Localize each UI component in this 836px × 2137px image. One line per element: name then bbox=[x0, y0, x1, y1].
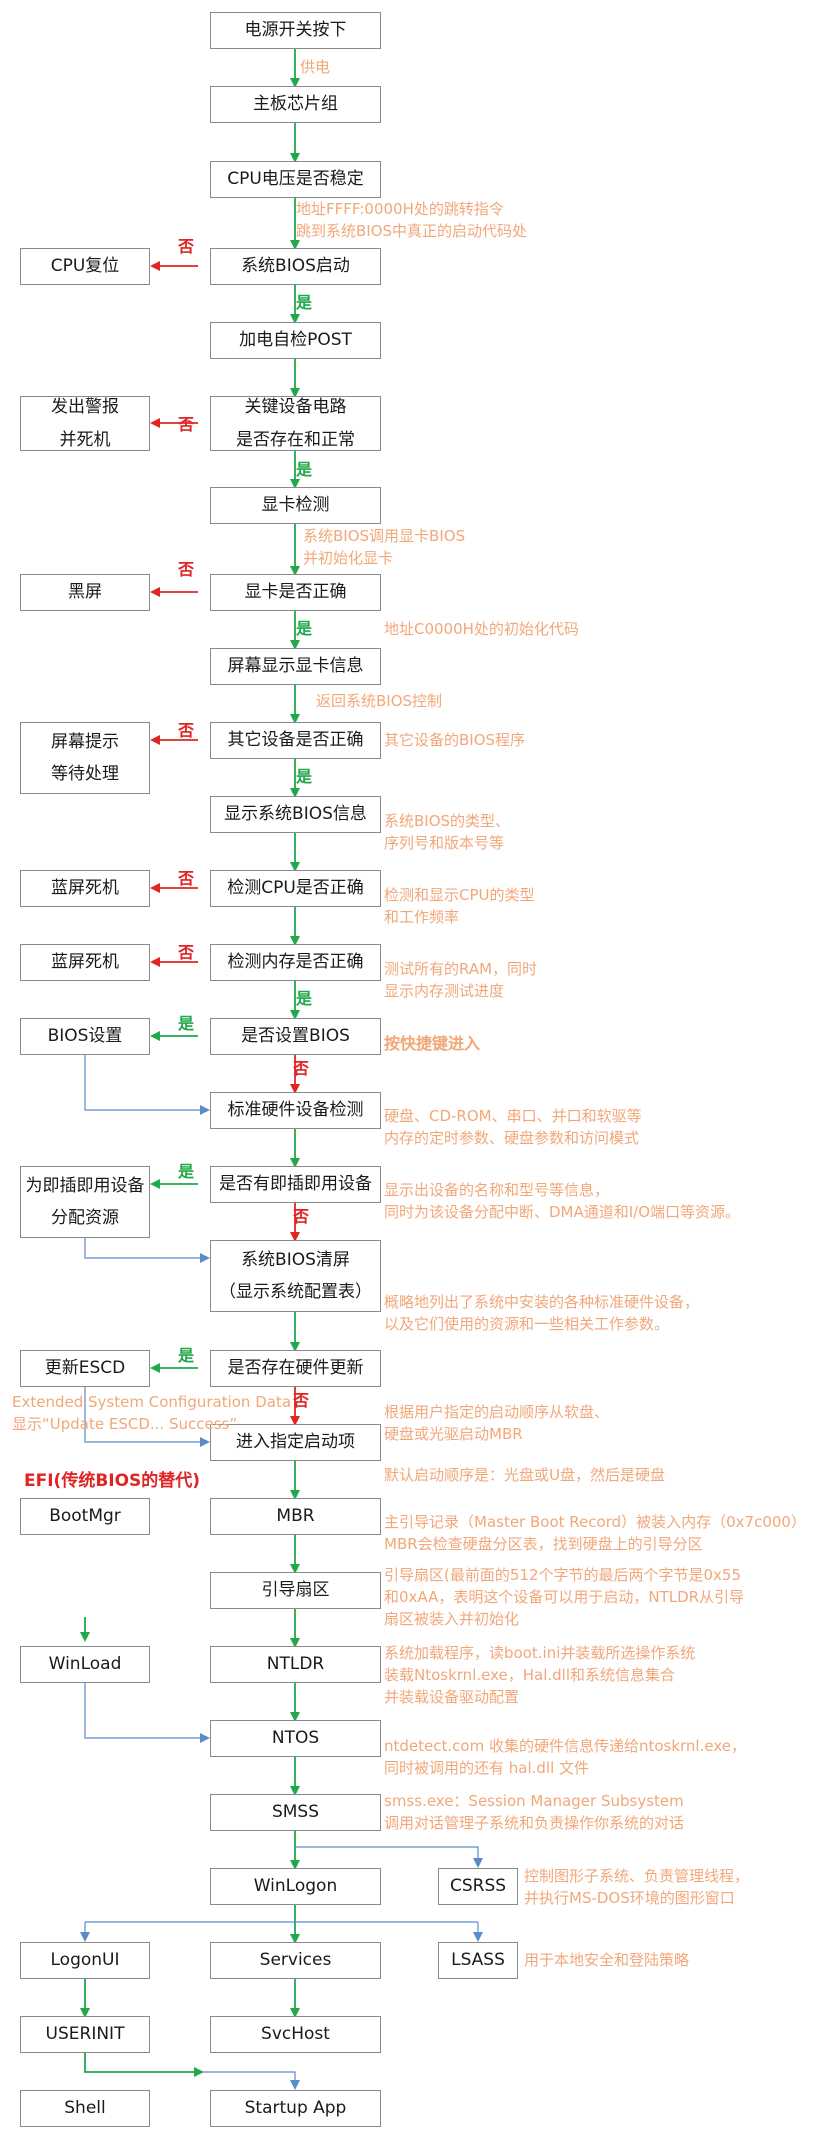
box-cpu-ok: 检测CPU是否正确 bbox=[210, 870, 381, 907]
box-power-switch: 电源开关按下 bbox=[210, 12, 381, 49]
label-yes: 是 bbox=[296, 767, 313, 786]
note-mbr: 主引导记录（Master Boot Record）被装入内存（0x7c000） … bbox=[384, 1513, 806, 1553]
box-winlogon: WinLogon bbox=[210, 1868, 381, 1905]
box-bios-info: 显示系统BIOS信息 bbox=[210, 796, 381, 833]
note-gpu-bios: 系统BIOS调用显卡BIOS 并初始化显卡 bbox=[303, 527, 466, 567]
box-screen-prompt: 屏幕提示 等待处理 bbox=[20, 722, 150, 794]
note-default-order: 默认启动顺序是：光盘或U盘，然后是硬盘 bbox=[384, 1466, 665, 1484]
box-mem-ok: 检测内存是否正确 bbox=[210, 944, 381, 981]
label-yes: 是 bbox=[296, 460, 313, 479]
flow-arrow bbox=[84, 2053, 204, 2077]
return-arrow bbox=[84, 1683, 210, 1743]
box-userinit: USERINIT bbox=[20, 2016, 150, 2053]
box-pnp-q: 是否有即插即用设备 bbox=[210, 1166, 381, 1203]
note-ntldr: 系统加载程序，读boot.ini并装载所选操作系统 装载Ntoskrnl.exe… bbox=[384, 1644, 696, 1706]
box-bios-setup: BIOS设置 bbox=[20, 1018, 150, 1055]
box-bios-clear: 系统BIOS清屏 （显示系统配置表） bbox=[210, 1240, 381, 1312]
label-no: 否 bbox=[293, 1059, 310, 1078]
box-chipset: 主板芯片组 bbox=[210, 86, 381, 123]
box-boot-sector: 引导扇区 bbox=[210, 1572, 381, 1609]
box-cpu-voltage: CPU电压是否稳定 bbox=[210, 161, 381, 198]
box-std-hw: 标准硬件设备检测 bbox=[210, 1092, 381, 1129]
note-smss: smss.exe：Session Manager Subsystem 调用对话管… bbox=[384, 1792, 685, 1832]
note-csrss: 控制图形子系统、负责管理线程， 并执行MS-DOS环境的图形窗口 bbox=[524, 1867, 750, 1907]
label-yes: 是 bbox=[296, 989, 313, 1008]
label-yes: 是 bbox=[178, 1014, 195, 1033]
box-cpu-reset: CPU复位 bbox=[20, 248, 150, 285]
note-c0000: 地址C0000H处的初始化代码 bbox=[384, 620, 579, 638]
note-pnp-info: 显示出设备的名称和型号等信息， 同时为该设备分配中断、DMA通道和I/O端口等资… bbox=[384, 1181, 741, 1221]
branch-arrow bbox=[295, 1846, 483, 1868]
label-yes: 是 bbox=[178, 1346, 195, 1365]
return-arrow bbox=[84, 1238, 210, 1263]
box-services: Services bbox=[210, 1942, 381, 1979]
label-no: 否 bbox=[178, 943, 195, 962]
box-bios-start: 系统BIOS启动 bbox=[210, 248, 381, 285]
box-svchost: SvcHost bbox=[210, 2016, 381, 2053]
note-overview: 概略地列出了系统中安装的各种标准硬件设备， 以及它们使用的资源和一些相关工作参数… bbox=[384, 1293, 700, 1333]
label-no: 否 bbox=[178, 415, 195, 434]
note-other-bios: 其它设备的BIOS程序 bbox=[384, 731, 526, 749]
return-arrow bbox=[84, 1055, 210, 1115]
label-yes: 是 bbox=[296, 619, 313, 638]
note-boot-sector: 引导扇区(最前面的512个字节的最后两个字节是0x55 和0xAA，表明这个设备… bbox=[384, 1566, 745, 1628]
box-black-screen: 黑屏 bbox=[20, 574, 150, 611]
note-return-bios: 返回系统BIOS控制 bbox=[316, 692, 443, 710]
label-no: 否 bbox=[293, 1391, 310, 1410]
box-mbr: MBR bbox=[210, 1498, 381, 1535]
box-ntldr: NTLDR bbox=[210, 1646, 381, 1683]
box-alarm: 发出警报 并死机 bbox=[20, 396, 150, 451]
efi-heading: EFI(传统BIOS的替代) bbox=[24, 1471, 201, 1491]
label-no: 否 bbox=[178, 237, 195, 256]
branch-arrow bbox=[202, 2071, 300, 2090]
box-gpu-info: 屏幕显示显卡信息 bbox=[210, 648, 381, 685]
note-cpu-type: 检测和显示CPU的类型 和工作频率 bbox=[384, 886, 535, 926]
return-arrow bbox=[84, 1387, 210, 1447]
box-bsod-cpu: 蓝屏死机 bbox=[20, 870, 150, 907]
box-gpu-detect: 显卡检测 bbox=[210, 487, 381, 524]
box-smss: SMSS bbox=[210, 1794, 381, 1831]
note-hw-list: 硬盘、CD-ROM、串口、并口和软驱等 内存的定时参数、硬盘参数和访问模式 bbox=[384, 1107, 642, 1147]
box-pnp-alloc: 为即插即用设备 分配资源 bbox=[20, 1166, 150, 1238]
note-escd: Extended System Configuration Data 显示“Up… bbox=[12, 1393, 292, 1433]
label-no: 否 bbox=[178, 721, 195, 740]
note-ntos: ntdetect.com 收集的硬件信息传递给ntoskrnl.exe， 同时被… bbox=[384, 1737, 746, 1777]
box-csrss: CSRSS bbox=[438, 1868, 518, 1905]
box-gpu-ok: 显卡是否正确 bbox=[210, 574, 381, 611]
box-key-devices: 关键设备电路 是否存在和正常 bbox=[210, 396, 381, 451]
label-no: 否 bbox=[178, 560, 195, 579]
note-lsass: 用于本地安全和登陆策略 bbox=[524, 1951, 690, 1969]
box-bootmgr: BootMgr bbox=[20, 1498, 150, 1535]
box-post: 加电自检POST bbox=[210, 322, 381, 359]
note-power: 供电 bbox=[300, 58, 331, 76]
label-no: 否 bbox=[178, 869, 195, 888]
note-ram: 测试所有的RAM，同时 显示内存测试进度 bbox=[384, 960, 538, 1000]
box-bsod-mem: 蓝屏死机 bbox=[20, 944, 150, 981]
box-hw-update-q: 是否存在硬件更新 bbox=[210, 1350, 381, 1387]
note-hotkey: 按快捷键进入 bbox=[384, 1034, 481, 1053]
note-boot-order: 根据用户指定的启动顺序从软盘、 硬盘或光驱启动MBR bbox=[384, 1403, 610, 1443]
box-boot-item: 进入指定启动项 bbox=[210, 1424, 381, 1461]
box-startup-app: Startup App bbox=[210, 2090, 381, 2127]
box-other-devices: 其它设备是否正确 bbox=[210, 722, 381, 759]
box-ntos: NTOS bbox=[210, 1720, 381, 1757]
box-shell: Shell bbox=[20, 2090, 150, 2127]
box-update-escd: 更新ESCD bbox=[20, 1350, 150, 1387]
box-logonui: LogonUI bbox=[20, 1942, 150, 1979]
box-lsass: LSASS bbox=[438, 1942, 518, 1979]
note-jump: 地址FFFF:0000H处的跳转指令 跳到系统BIOS中真正的启动代码处 bbox=[296, 200, 528, 240]
box-winload: WinLoad bbox=[20, 1646, 150, 1683]
note-bios-type: 系统BIOS的类型、 序列号和版本号等 bbox=[384, 812, 511, 852]
label-no: 否 bbox=[293, 1207, 310, 1226]
label-yes: 是 bbox=[296, 293, 313, 312]
label-yes: 是 bbox=[178, 1162, 195, 1181]
box-setup-bios-q: 是否设置BIOS bbox=[210, 1018, 381, 1055]
